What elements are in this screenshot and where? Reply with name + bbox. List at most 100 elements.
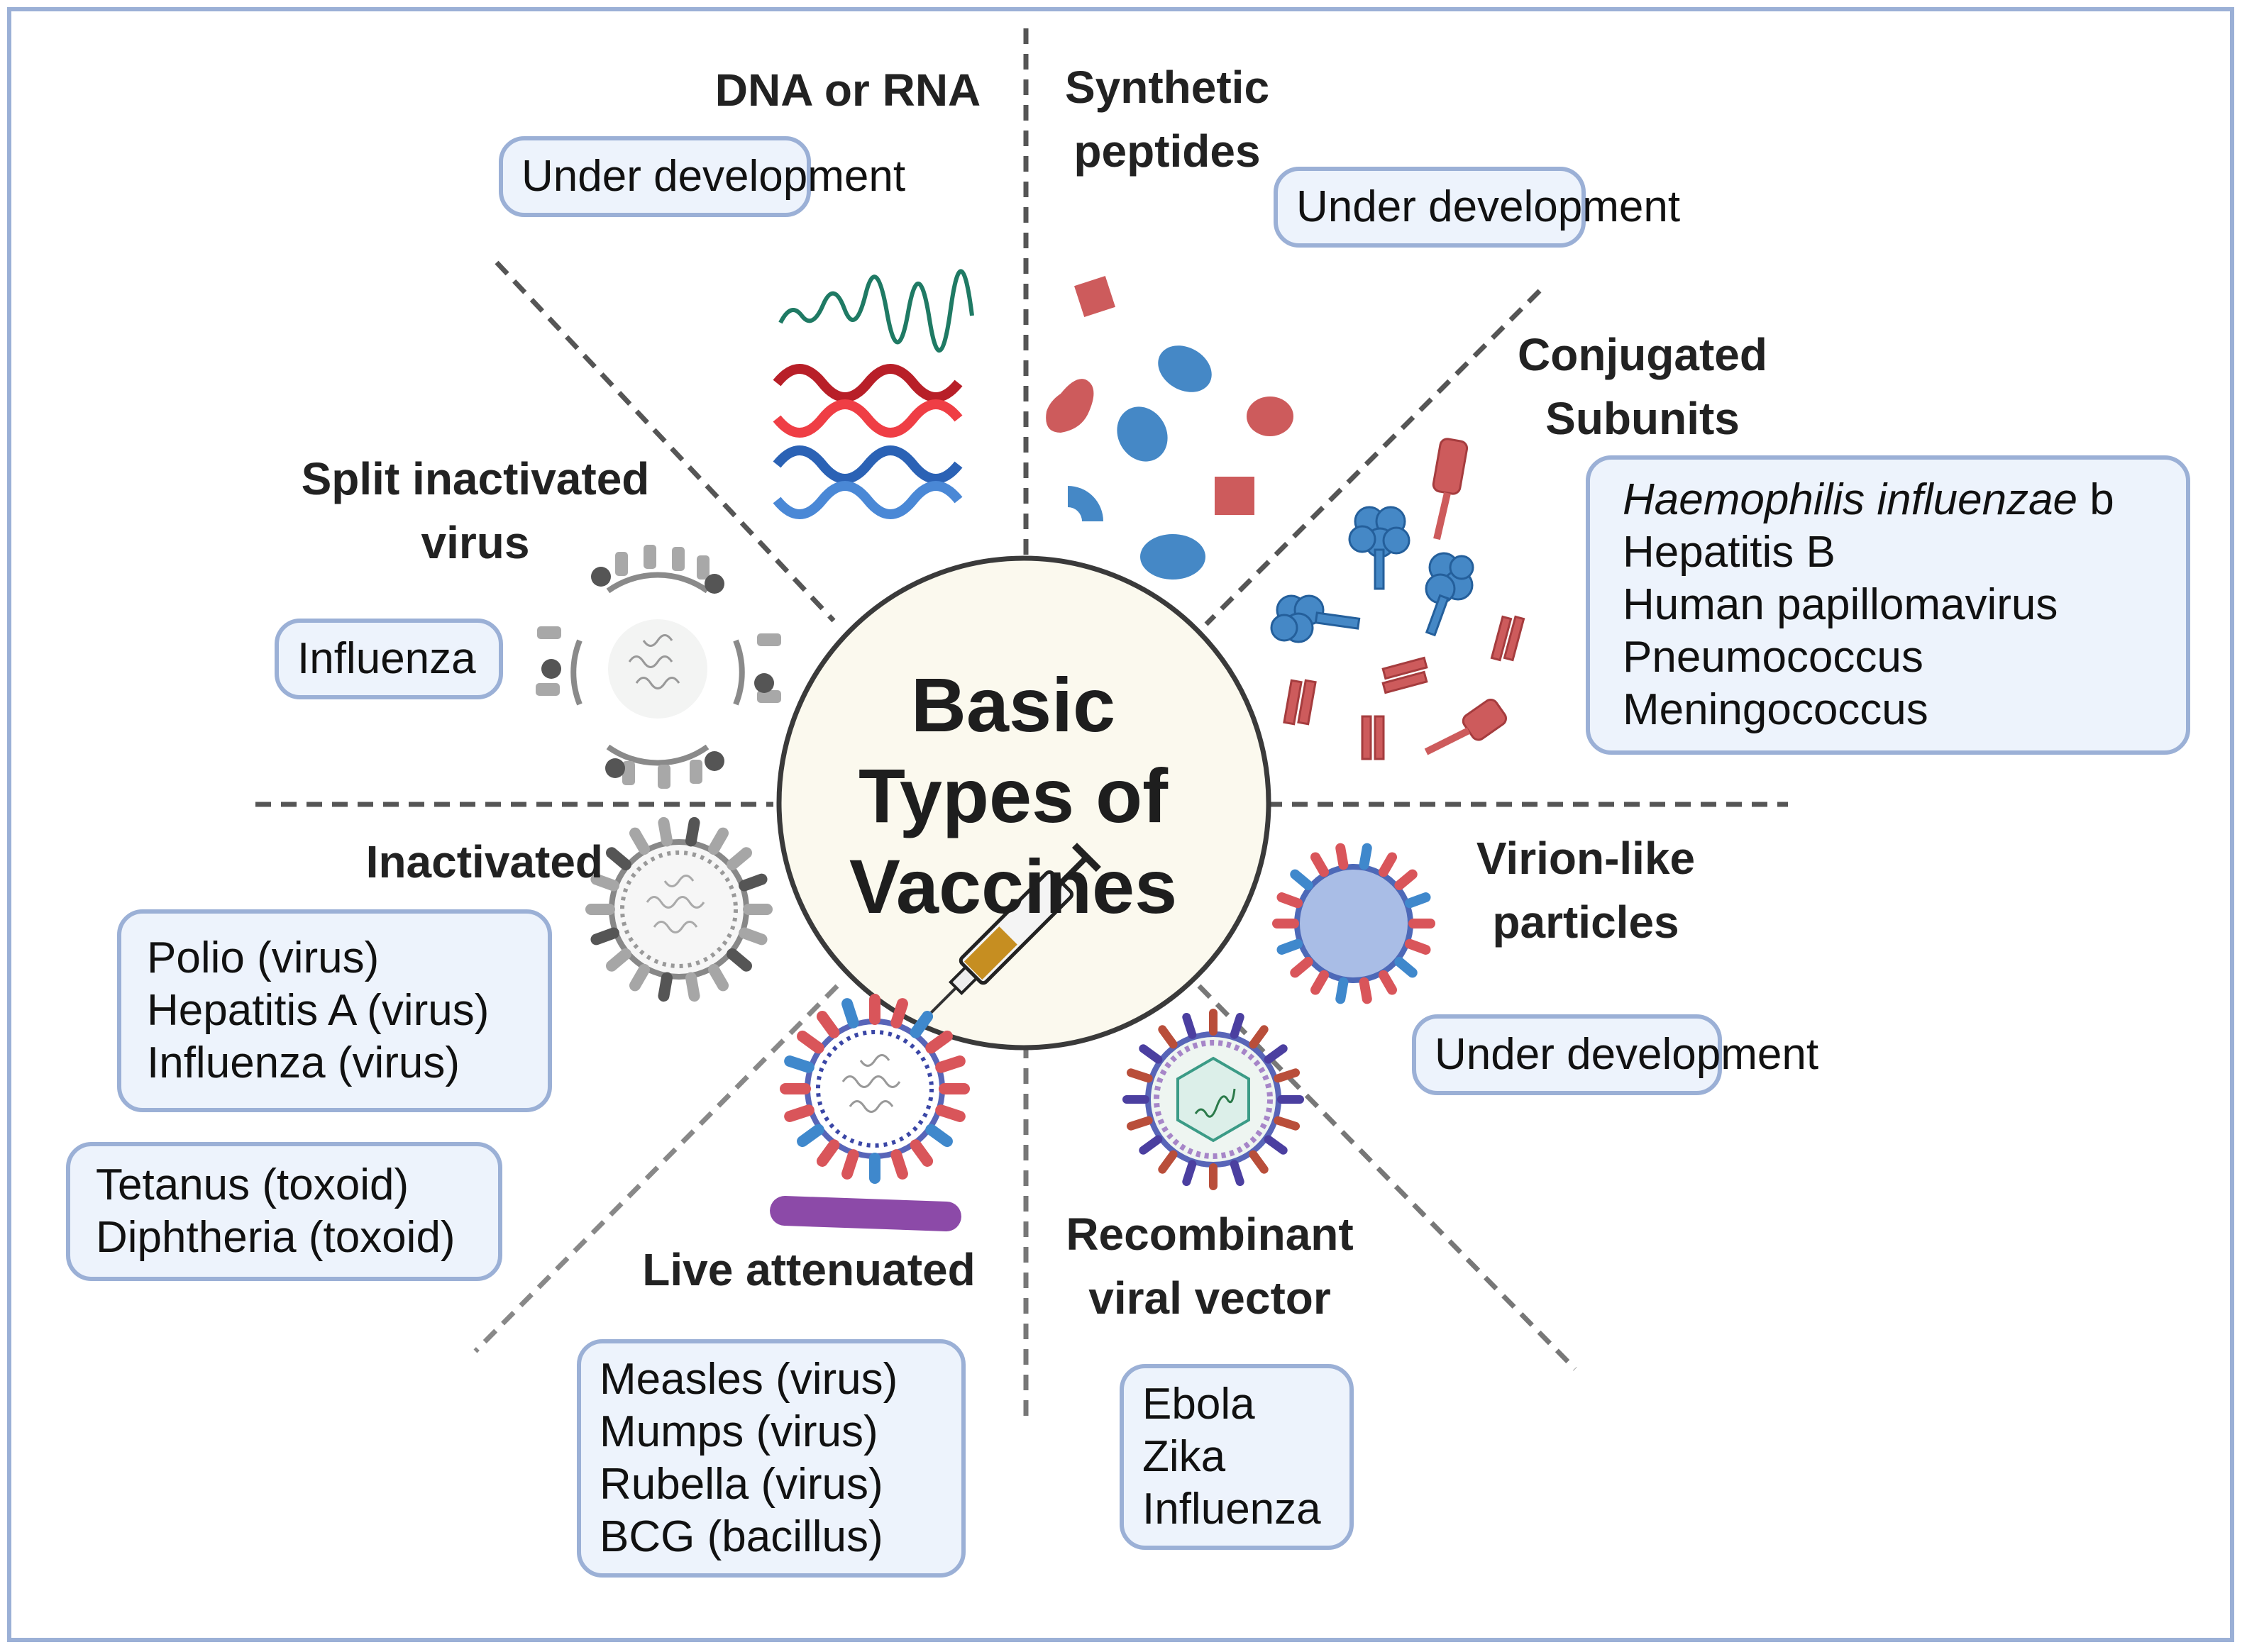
virus-spike — [784, 1104, 815, 1122]
virus-spike — [629, 963, 650, 992]
virus-spike — [797, 1030, 824, 1054]
example-item: Haemophilis influenzae b — [1623, 475, 2114, 524]
virus-spike — [727, 948, 752, 972]
virus-spike — [890, 1149, 908, 1180]
virus-spike — [1139, 1044, 1163, 1064]
heading-inactivated: Inactivated — [365, 836, 603, 887]
virus-spike — [1290, 956, 1313, 978]
virus-spike — [739, 873, 768, 892]
conjugated-subunits-icon — [1270, 438, 1525, 760]
box-split-inactivated-virus: Influenza — [275, 619, 503, 699]
virus-spike — [935, 1055, 966, 1073]
virus-spike — [1249, 1025, 1269, 1049]
rna-strand-icon — [778, 269, 974, 353]
divider-top-left — [495, 260, 836, 623]
dna-blue-icon — [773, 445, 963, 519]
virus-spike — [739, 927, 768, 946]
heading-synthetic-peptides: Synthetic peptides — [1064, 62, 1270, 177]
virus-spike — [1139, 1135, 1163, 1155]
box-inactivated-virus: Polio (virus) Hepatitis A (virus) Influe… — [117, 909, 552, 1112]
virus-spike — [708, 963, 729, 992]
divider-top-right — [1204, 289, 1542, 626]
virus-spike — [1126, 1068, 1153, 1083]
example-item: Polio (virus) — [147, 933, 380, 982]
virus-spike — [890, 998, 908, 1029]
example-item: Meningococcus — [1623, 685, 1928, 734]
virus-spike — [1276, 938, 1303, 955]
example-item: Mumps (virus) — [600, 1407, 878, 1456]
example-item: Measles (virus) — [600, 1355, 898, 1404]
virus-spike — [1394, 956, 1418, 978]
inactivated-virus-icon — [585, 816, 773, 1002]
example-item: Influenza — [297, 634, 476, 683]
virus-spike — [658, 972, 673, 1002]
virus-spike — [1394, 869, 1418, 891]
virus-spike — [1264, 1044, 1288, 1064]
center-title: Basic Types of Vaccines — [849, 662, 1178, 929]
example-item: Influenza — [1142, 1485, 1321, 1534]
heading-split-inactivated-virus: Split inactivated virus — [301, 453, 650, 568]
example-item: Human papillomavirus — [1623, 580, 2058, 629]
example-item: Influenza (virus) — [147, 1038, 460, 1087]
divider-bottom-right — [1197, 984, 1577, 1371]
virus-spike — [685, 972, 700, 1002]
box-recombinant-viral-vector: Ebola Zika Influenza — [1120, 1364, 1354, 1550]
recombinant-vector-icon — [1122, 1009, 1304, 1190]
virus-spike — [925, 1030, 953, 1054]
virus-spike — [590, 927, 619, 946]
heading-dna-rna: DNA or RNA — [714, 65, 981, 116]
virus-spike — [935, 1104, 966, 1122]
peptide-shapes-icon — [1046, 276, 1293, 580]
example-item: Under development — [1435, 1030, 1819, 1079]
virion-like-particle-icon — [1272, 843, 1435, 1004]
syringe-icon — [895, 843, 1101, 1049]
virus-spike — [1276, 892, 1303, 909]
heading-conjugated-subunits: Conjugated Subunits — [1518, 329, 1767, 444]
virus-spike — [1274, 1068, 1301, 1083]
virus-spike — [658, 816, 673, 847]
bacillus-icon — [770, 1196, 961, 1231]
virus-spike — [1404, 938, 1431, 955]
heading-virion-like-particles: Virion-like particles — [1476, 833, 1696, 948]
virus-spike — [708, 827, 729, 855]
dna-red-icon — [773, 364, 963, 438]
virus-spike — [910, 1011, 934, 1038]
example-item: Pneumococcus — [1623, 633, 1923, 682]
virus-spike — [590, 873, 619, 892]
virus-spike — [816, 1011, 840, 1038]
example-item: Diphtheria (toxoid) — [96, 1213, 456, 1262]
virus-spike — [727, 847, 752, 871]
example-item: Under development — [1296, 182, 1681, 231]
virus-spike — [606, 847, 631, 871]
heading-recombinant-viral-vector: Recombinant viral vector — [1066, 1209, 1354, 1324]
virus-spike — [1359, 977, 1372, 1004]
live-attenuated-virus-icon — [780, 994, 970, 1184]
virus-spike — [1335, 977, 1349, 1004]
virus-spike — [1310, 852, 1329, 877]
virus-spike — [925, 1124, 953, 1148]
example-item: BCG (bacillus) — [600, 1512, 883, 1561]
virus-spike — [1379, 852, 1397, 877]
virus-spike — [841, 1149, 859, 1180]
example-item: Hepatitis B — [1623, 528, 1835, 577]
virus-spike — [784, 1055, 815, 1073]
example-item: Rubella (virus) — [600, 1460, 883, 1509]
divider-bottom-left — [473, 984, 839, 1353]
virus-spike — [1182, 1012, 1197, 1039]
virus-spike — [1264, 1135, 1288, 1155]
virus-spike — [1230, 1012, 1244, 1039]
virus-spike — [910, 1139, 934, 1167]
virus-spike — [685, 816, 700, 847]
virus-spike — [1310, 970, 1329, 995]
box-synthetic-peptides: Under development — [1274, 167, 1681, 248]
virus-spike — [797, 1124, 824, 1148]
virus-spike — [1379, 970, 1397, 995]
example-item: Ebola — [1142, 1380, 1255, 1429]
box-inactivated-toxoid: Tetanus (toxoid) Diphtheria (toxoid) — [66, 1142, 502, 1281]
virus-spike — [629, 827, 650, 855]
box-dna-rna: Under development — [499, 136, 905, 217]
virus-spike — [1182, 1160, 1197, 1187]
virus-spike — [1404, 892, 1431, 909]
virus-spike — [841, 998, 859, 1029]
